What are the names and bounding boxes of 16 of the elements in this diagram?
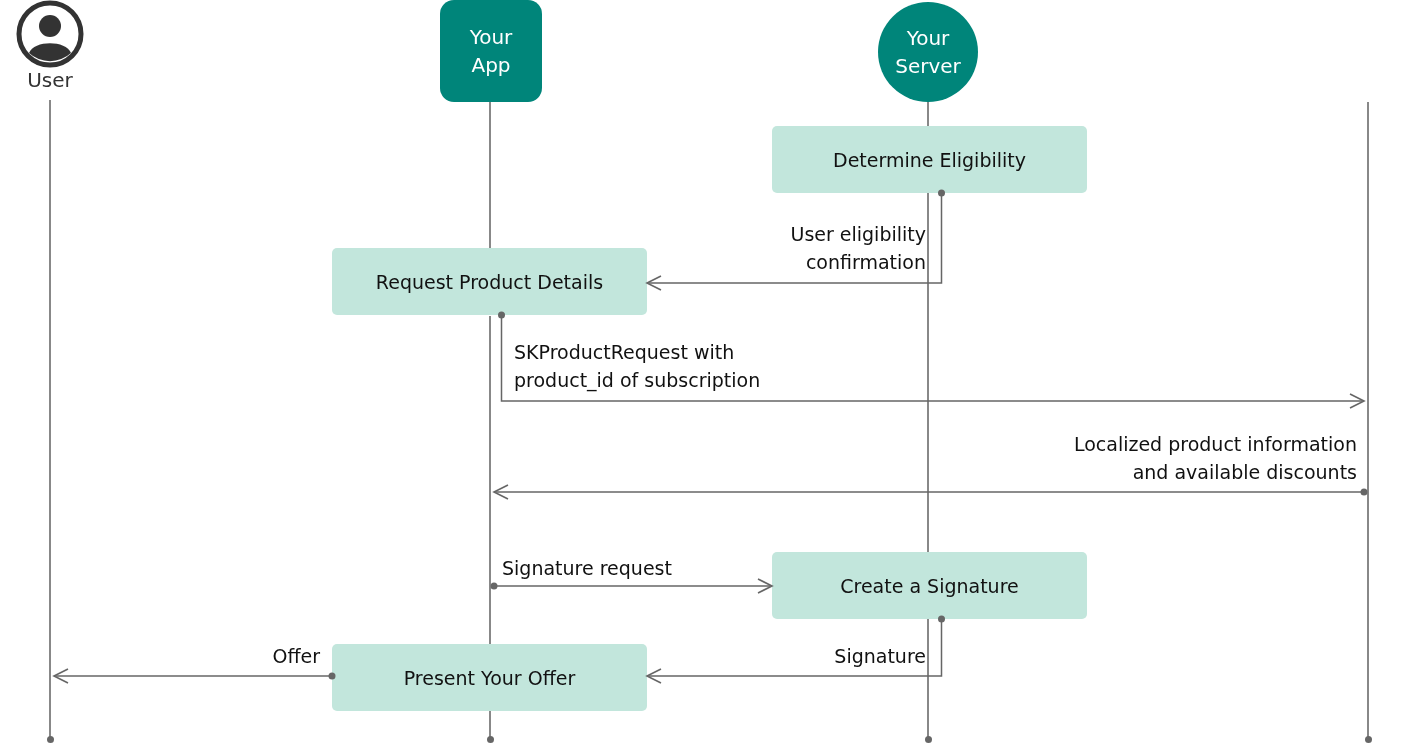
- arrow: [498, 311, 1365, 409]
- arrow: [646, 189, 945, 291]
- lifeline: [46, 100, 54, 743]
- lifeline: [486, 316, 494, 644]
- actor-label: User: [27, 68, 73, 92]
- lifeline: [1364, 102, 1372, 743]
- process-box: Present Your Offer: [332, 644, 647, 711]
- participant-box: Your App: [440, 0, 542, 102]
- arrow: [53, 668, 336, 684]
- arrow: [646, 615, 945, 684]
- process-box: Request Product Details: [332, 248, 647, 315]
- arrow: [493, 484, 1368, 500]
- process-box: Determine Eligibility: [772, 126, 1087, 193]
- participant-circle: Your Server: [878, 2, 978, 102]
- process-box: Create a Signature: [772, 552, 1087, 619]
- arrow: [490, 578, 773, 594]
